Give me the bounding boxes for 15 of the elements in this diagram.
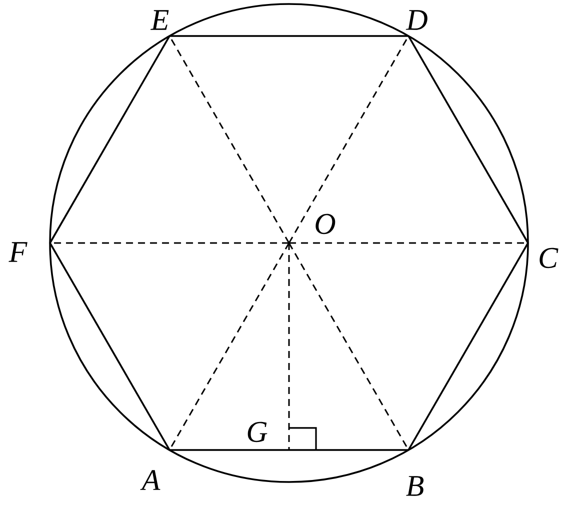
point-label: B [406,476,424,496]
point-label: G [248,422,268,442]
point-label: F [8,242,28,262]
dashed-line [288,243,290,450]
line-segment [49,36,170,244]
line-segment [49,242,170,450]
point-label: C [540,248,558,268]
point-label: O [316,214,336,234]
line-segment [170,35,408,37]
line-segment [408,36,529,244]
point-label: E [150,10,169,30]
point-label: A [140,470,160,490]
point-label: D [406,10,428,30]
line-segment [408,242,529,450]
line-segment [170,449,408,451]
